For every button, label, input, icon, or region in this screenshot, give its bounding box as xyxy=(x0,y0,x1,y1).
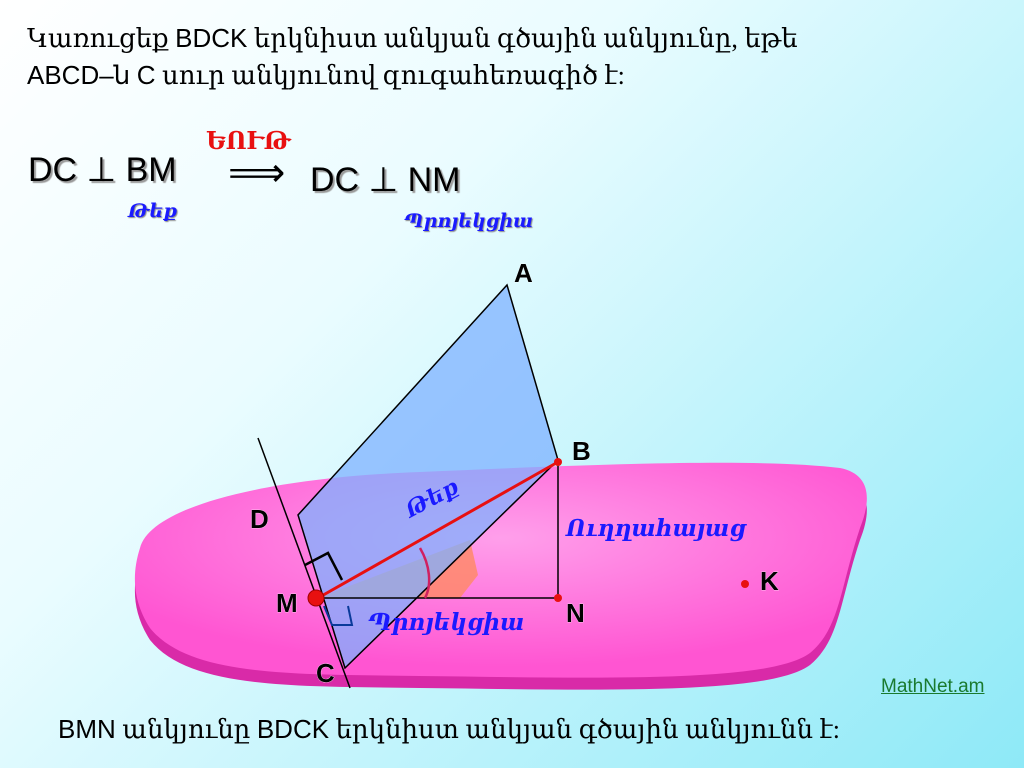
point-m-dot xyxy=(307,589,325,607)
problem-dihedral-code: BDCK xyxy=(175,23,248,53)
label-point-m: M xyxy=(276,588,298,618)
formula-right-tag: Պրոյեկցիա xyxy=(404,210,534,232)
right-angle-mark-nm xyxy=(323,605,354,626)
conclusion-text: BMN անկյունը BDCK երկնիստ անկյան գծային … xyxy=(58,714,840,745)
point-k-dot xyxy=(741,580,749,588)
label-projection: Պրոյեկցիա xyxy=(368,609,524,636)
theorem-tag: ԵՈՒԹ xyxy=(206,126,291,155)
angle-arc xyxy=(418,547,431,599)
problem-text-2: սուր անկյունով զուգահեռագիծ է: xyxy=(161,61,625,90)
label-point-n: N xyxy=(566,598,585,628)
slant-bm xyxy=(317,460,559,600)
problem-dash: –ն xyxy=(99,60,131,90)
label-point-b: B xyxy=(572,436,591,466)
label-perpendicular: Ուղղահայաց xyxy=(565,515,747,542)
formula-left: DC ⊥ BM xyxy=(28,151,177,189)
label-point-a: A xyxy=(514,258,533,288)
point-n-dot xyxy=(554,594,562,602)
label-point-k: K xyxy=(760,566,779,596)
right-angle-mark-bm xyxy=(304,551,344,581)
conclusion-text-1: անկյունը xyxy=(122,715,251,744)
problem-statement: Կառուցեք BDCK երկնիստ անկյան գծային անկյ… xyxy=(27,20,1012,94)
problem-parallelogram-code: ABCD xyxy=(27,60,100,90)
mathnet-link[interactable]: MathNet.am xyxy=(881,676,985,697)
edge-line-dc xyxy=(257,437,351,689)
conclusion-text-2: երկնիստ անկյան գծային անկյունն է: xyxy=(335,715,841,744)
conclusion-angle-code: BMN xyxy=(58,714,116,744)
label-point-c: C xyxy=(316,658,335,688)
formula-left-tag: Թեք xyxy=(128,200,178,222)
problem-text: երկնիստ անկյան գծային անկյունը, եթե xyxy=(253,24,798,53)
label-point-d: D xyxy=(250,504,269,534)
formula-right: DC ⊥ NM xyxy=(310,161,461,199)
problem-vertex-c: C xyxy=(136,60,156,90)
problem-word: Կառուցեք xyxy=(27,24,169,53)
point-b-dot xyxy=(554,458,562,466)
implies-arrow: ⟹ xyxy=(228,151,286,195)
conclusion-dihedral-code: BDCK xyxy=(256,714,330,744)
